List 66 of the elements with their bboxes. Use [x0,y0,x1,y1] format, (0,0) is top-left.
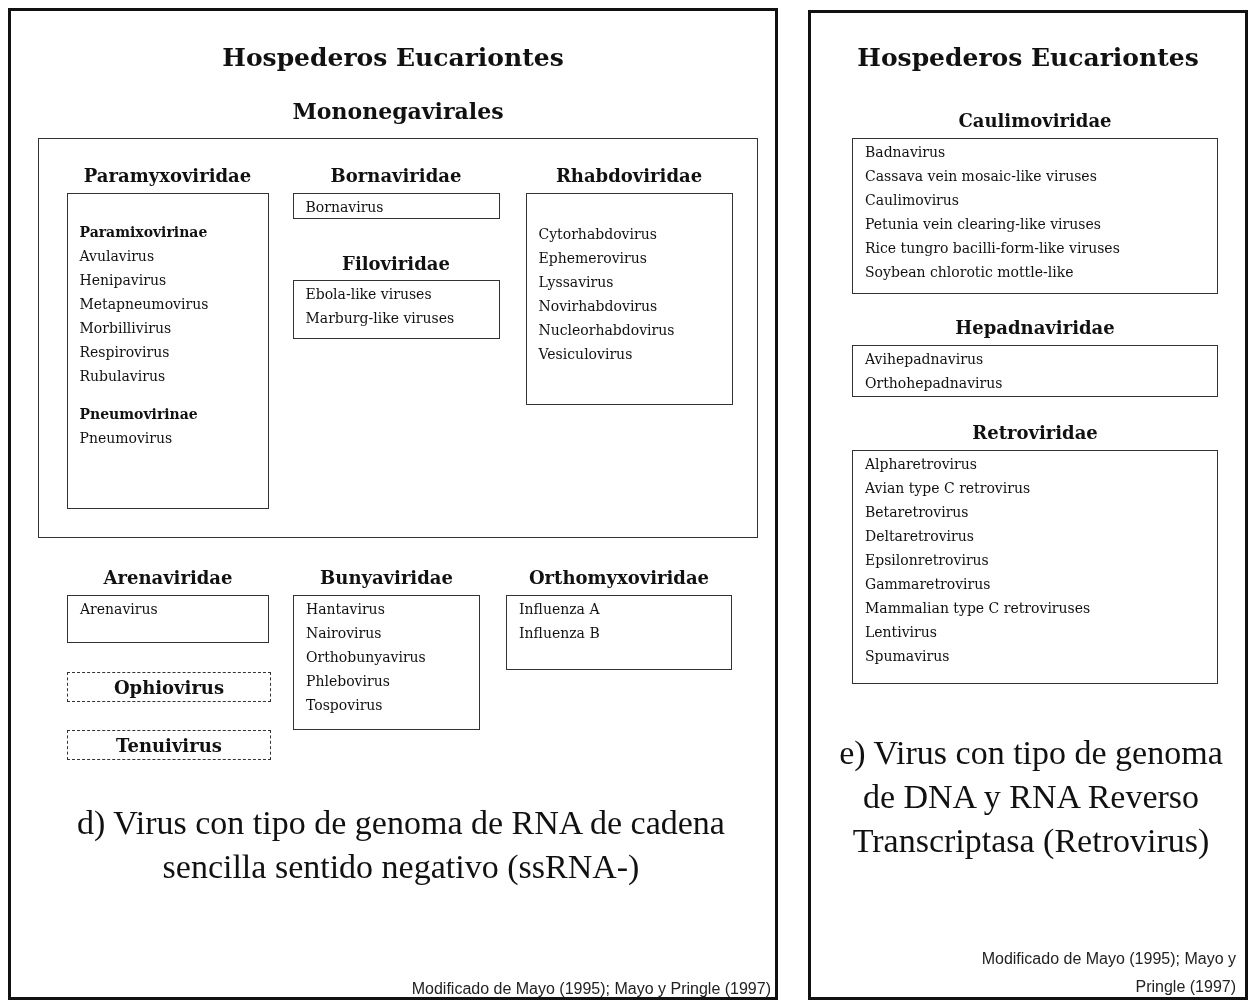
family-name: Caulimoviridae [958,109,1112,133]
genus-name: Phlebovirus [306,672,390,691]
host-heading: Hospederos Eucariontes [222,43,564,72]
genus-name: Influenza B [519,624,600,643]
genus-name: Orthobunyavirus [306,648,426,667]
genus-name: Novirhabdovirus [538,296,658,316]
genus-name: Lentivirus [865,623,937,642]
genus-name: Petunia vein clearing-like viruses [865,215,1101,234]
genus-name: Rice tungro bacilli-form-like viruses [865,239,1120,258]
genus-name: Cytorhabdovirus [538,224,657,244]
dashed-box [67,730,271,760]
genus-name: Ophiovirus [113,676,225,698]
genus-name: Ebola-like viruses [305,284,432,304]
genus-name: Orthohepadnavirus [865,374,1003,393]
genus-name: Soybean chlorotic mottle-like [865,263,1074,282]
source-note: Modificado de Mayo (1995); Mayo y Pringle (1997) [981,949,1236,997]
genus-name: Vesiculovirus [538,344,633,364]
family-name: Rhabdoviridae [555,163,703,188]
genus-name: Nucleorhabdovirus [538,320,675,340]
genus-name: Avihepadnavirus [865,350,984,369]
family-name: Bunyaviridae [320,566,453,590]
genus-name: Betaretrovirus [865,503,969,522]
genus-name: Tospovirus [306,696,383,715]
order-name: Mononegavirales [292,97,504,126]
genus-name: Caulimovirus [865,191,959,210]
genus-name: Ephemerovirus [538,248,647,268]
panel-frame [808,10,1248,1000]
family-name: Arenaviridae [103,566,233,590]
genus-name: Pneumovirus [79,428,173,448]
genus-name: Arenavirus [80,600,158,619]
genus-name: Deltaretrovirus [865,527,974,546]
genus-name: Cassava vein mosaic-like viruses [865,167,1097,186]
family-name: Bornaviridae [330,163,462,188]
genus-name: Tenuivirus [116,734,222,756]
genus-name: Influenza A [519,600,600,619]
genus-name: Henipavirus [79,270,167,290]
genus-name: Spumavirus [865,647,950,666]
family-name: Paramyxoviridae [83,163,252,188]
source-note: Modificado de Mayo (1995); Mayo y Pringle (1997) [410,979,771,999]
genus-name: Epsilonretrovirus [865,551,989,570]
genus-name: Morbillivirus [79,318,172,338]
genus-name: Gammaretrovirus [865,575,991,594]
genus-name: Alpharetrovirus [865,455,977,474]
family-name: Hepadnaviridae [955,316,1115,340]
genus-name: Mammalian type C retroviruses [865,599,1091,618]
genus-name: Avian type C retrovirus [865,479,1031,498]
genus-name: Rubulavirus [79,366,166,386]
genus-name: Bornavirus [305,197,384,217]
dashed-box [67,672,271,702]
family-name: Orthomyxoviridae [528,566,710,590]
figure-caption: d) Virus con tipo de genoma de RNA de cadena sencilla sentido negativo (ssRNA-) [76,803,726,887]
genus-name: Lyssavirus [538,272,614,292]
subfamily-name: Paramixovirinae [79,222,208,242]
figure-caption: e) Virus con tipo de genoma de DNA y RNA Reverso Transcriptasa (Retrovirus) [838,733,1224,861]
genus-name: Badnavirus [865,143,946,162]
genus-name: Marburg-like viruses [305,308,455,328]
subfamily-name: Pneumovirinae [79,404,198,424]
genus-name: Respirovirus [79,342,170,362]
genus-name: Hantavirus [306,600,385,619]
family-name: Retroviridae [972,421,1098,445]
family-name: Filoviridae [342,251,450,276]
genus-name: Metapneumovirus [79,294,209,314]
host-heading: Hospederos Eucariontes [857,43,1199,72]
genus-name: Nairovirus [306,624,382,643]
genus-name: Avulavirus [79,246,155,266]
panel-frame [8,8,778,1000]
